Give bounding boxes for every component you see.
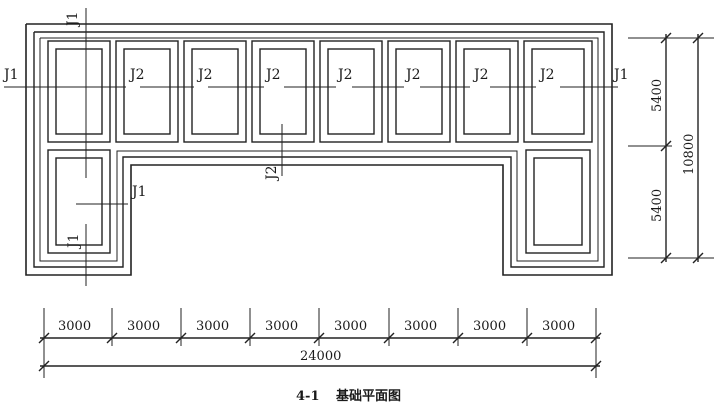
dim-total-height: 10800 <box>682 134 697 175</box>
label-j2-center-vertical: J2 <box>264 165 280 182</box>
horizontal-dimensions: 3000 3000 3000 3000 3000 3000 3000 3000 … <box>38 308 602 378</box>
pad-bottom-right-inner <box>533 157 583 246</box>
section-cut-lines <box>4 8 618 286</box>
dim-total-width: 24000 <box>300 349 341 364</box>
bottom-row-pads <box>47 149 591 254</box>
dim-bay-1: 3000 <box>58 319 91 334</box>
pad-top-1-inner <box>55 48 103 135</box>
pad-top-5 <box>319 40 383 143</box>
pad-top-7 <box>455 40 519 143</box>
pad-top-4 <box>251 40 315 143</box>
pad-top-8-inner <box>531 48 585 135</box>
label-j2-3: J2 <box>264 67 281 83</box>
label-j1-lower-horizontal: J1 <box>130 184 147 200</box>
wall-strips <box>39 37 599 262</box>
pad-bottom-right <box>525 149 591 254</box>
dim-bay-7: 3000 <box>473 319 506 334</box>
label-j2-7: J2 <box>538 67 555 83</box>
label-j1-left: J1 <box>2 67 19 83</box>
label-j1-lower-vertical: J1 <box>66 233 82 250</box>
vertical-dimensions: 5400 5400 10800 <box>628 32 714 264</box>
label-j2-4: J2 <box>336 67 353 83</box>
pad-top-4-inner <box>259 48 307 135</box>
label-j2-6: J2 <box>472 67 489 83</box>
label-j2-1: J2 <box>128 67 145 83</box>
dim-row-height-top: 5400 <box>650 79 665 112</box>
outer-outline <box>25 23 613 276</box>
section-labels: J1 J1 J1 J2 J2 J2 J2 J2 J2 J2 J2 J1 J1 <box>2 11 629 250</box>
caption-title: 基础平面图 <box>335 388 401 404</box>
pad-top-3-inner <box>191 48 239 135</box>
pad-top-2-inner <box>123 48 171 135</box>
dim-bay-4: 3000 <box>265 319 298 334</box>
pad-top-6 <box>387 40 451 143</box>
pad-top-5-inner <box>327 48 375 135</box>
dim-bay-3: 3000 <box>196 319 229 334</box>
pad-top-7-inner <box>463 48 511 135</box>
dim-bay-2: 3000 <box>127 319 160 334</box>
caption-number: 4-1 <box>296 389 320 404</box>
label-j2-5: J2 <box>404 67 421 83</box>
pad-top-2 <box>115 40 179 143</box>
label-j2-2: J2 <box>196 67 213 83</box>
label-j1-right: J1 <box>612 67 629 83</box>
dim-bay-5: 3000 <box>334 319 367 334</box>
figure-caption: 4-1 基础平面图 <box>296 388 401 404</box>
pad-top-1 <box>47 40 111 143</box>
label-j1-top-vertical: J1 <box>65 11 81 28</box>
pad-top-8 <box>523 40 593 143</box>
pad-bottom-left <box>47 149 111 254</box>
dim-bay-6: 3000 <box>404 319 437 334</box>
dim-bay-8: 3000 <box>542 319 575 334</box>
pad-top-6-inner <box>395 48 443 135</box>
pad-top-3 <box>183 40 247 143</box>
pad-bottom-left-inner <box>55 157 103 246</box>
dim-row-height-bottom: 5400 <box>650 189 665 222</box>
top-row-pads <box>47 40 593 143</box>
